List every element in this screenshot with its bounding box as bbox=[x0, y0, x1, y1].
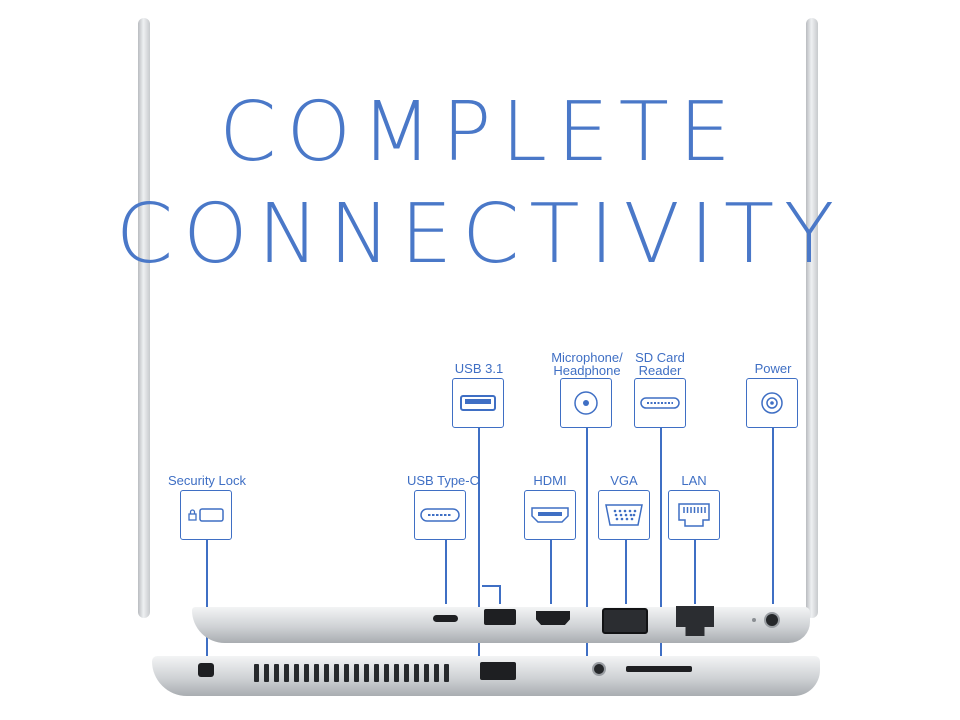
security-lock-box bbox=[180, 490, 232, 540]
power-jack-icon bbox=[761, 392, 783, 414]
connector-security-lock bbox=[206, 540, 208, 660]
sd-label-line2: Reader bbox=[638, 363, 682, 378]
connector-hdmi bbox=[550, 540, 552, 604]
connector-microphone bbox=[586, 428, 588, 666]
vent-slat bbox=[304, 664, 309, 682]
vent-slat bbox=[334, 664, 339, 682]
vent-slat bbox=[354, 664, 359, 682]
headline-line-1: COMPLETE bbox=[219, 85, 741, 180]
sd-card-slot bbox=[626, 666, 692, 672]
sd-slot-icon bbox=[640, 397, 680, 409]
usb31-box bbox=[452, 378, 504, 428]
vent-slat bbox=[434, 664, 439, 682]
microphone-label-line1: Microphone/ bbox=[551, 350, 623, 365]
vent-slat bbox=[414, 664, 419, 682]
usb-type-c-label: USB Type-C bbox=[406, 473, 479, 488]
connector-lan bbox=[694, 540, 696, 604]
laptop-lid-left-edge bbox=[138, 18, 150, 618]
power-box bbox=[746, 378, 798, 428]
usb-a-port-upper bbox=[484, 609, 516, 625]
connector-usb-upper-h bbox=[482, 585, 500, 587]
vent-slat bbox=[424, 664, 429, 682]
vent-slat bbox=[374, 664, 379, 682]
lock-icon bbox=[188, 508, 224, 522]
ethernet-icon bbox=[678, 503, 710, 527]
vent-slat bbox=[364, 664, 369, 682]
lan-label: LAN bbox=[681, 473, 707, 488]
vent-slat bbox=[254, 664, 259, 682]
vga-icon bbox=[605, 504, 643, 526]
hdmi-box bbox=[524, 490, 576, 540]
hdmi-icon bbox=[531, 507, 569, 523]
vent-slat bbox=[314, 664, 319, 682]
connector-usb-c bbox=[445, 540, 447, 604]
vent-slat bbox=[284, 664, 289, 682]
vent-slat bbox=[264, 664, 269, 682]
sd-label-line1: SD Card bbox=[635, 350, 685, 365]
connector-sd bbox=[660, 428, 662, 664]
vent-slat bbox=[324, 664, 329, 682]
sd-box bbox=[634, 378, 686, 428]
connector-power bbox=[772, 428, 774, 604]
vent-slat bbox=[294, 664, 299, 682]
power-port bbox=[764, 612, 780, 628]
headphone-port bbox=[592, 662, 606, 676]
vent-slat bbox=[344, 664, 349, 682]
power-led bbox=[752, 618, 756, 622]
vga-label: VGA bbox=[610, 473, 638, 488]
vga-port bbox=[602, 608, 648, 634]
headline-line-2: CONNECTIVITY bbox=[115, 187, 845, 282]
laptop-lid-right-edge bbox=[806, 18, 818, 618]
microphone-box bbox=[560, 378, 612, 428]
security-lock-slot bbox=[198, 663, 214, 677]
vga-box bbox=[598, 490, 650, 540]
usb-a-icon bbox=[460, 395, 496, 411]
vent-slat bbox=[394, 664, 399, 682]
power-label: Power bbox=[754, 361, 792, 376]
vent-slat bbox=[404, 664, 409, 682]
vent-slat bbox=[384, 664, 389, 682]
usb-c-icon bbox=[420, 508, 460, 522]
usb-c-port bbox=[433, 615, 458, 622]
hdmi-label: HDMI bbox=[533, 473, 567, 488]
usb-a-port-lower bbox=[480, 662, 516, 680]
connector-vga bbox=[625, 540, 627, 604]
connector-usb31 bbox=[478, 428, 480, 670]
microphone-label-line2: Headphone bbox=[553, 363, 621, 378]
headphone-jack-icon bbox=[574, 391, 598, 415]
connector-usb-upper-v bbox=[499, 585, 501, 604]
vent-slat bbox=[274, 664, 279, 682]
usb31-label: USB 3.1 bbox=[454, 361, 504, 376]
hdmi-port bbox=[536, 611, 570, 625]
security-lock-label: Security Lock bbox=[167, 473, 247, 488]
usb-type-c-box bbox=[414, 490, 466, 540]
vent-slat bbox=[444, 664, 449, 682]
lan-box bbox=[668, 490, 720, 540]
